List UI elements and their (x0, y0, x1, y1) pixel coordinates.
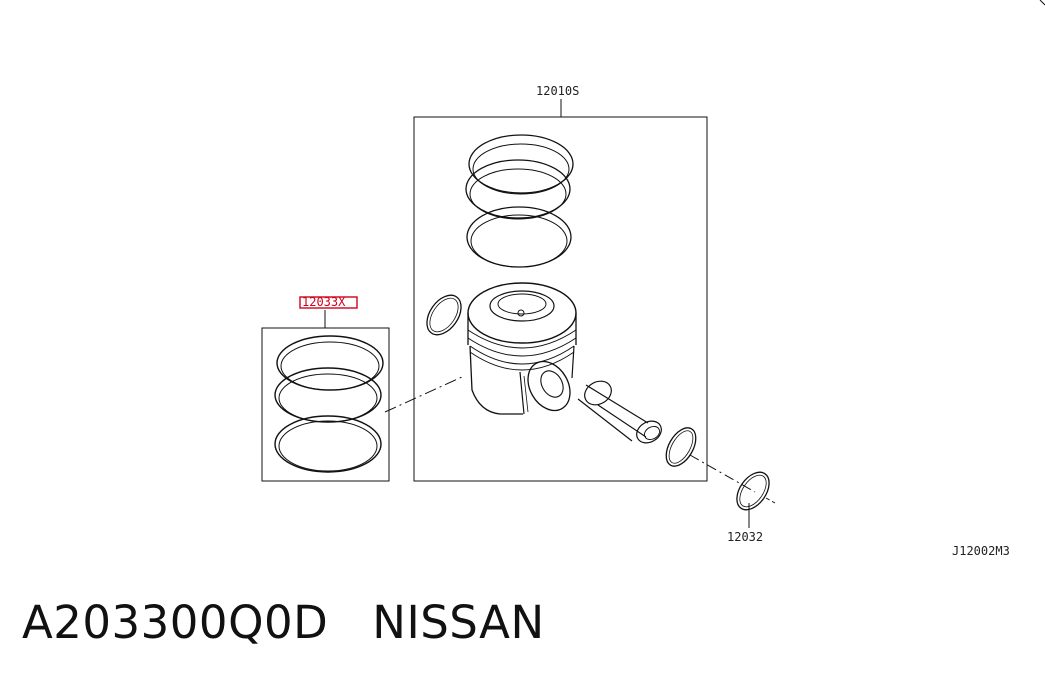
callout-12032[interactable]: 12032 (727, 530, 763, 544)
part-number: A203300Q0D (22, 596, 329, 649)
diagram-reference: J12002M3 (952, 544, 1010, 558)
corner-mark (1039, 0, 1045, 6)
piston-rings-group (465, 134, 574, 268)
brand-name: NISSAN (372, 596, 545, 649)
part-heading: A203300Q0D NISSAN (22, 596, 545, 649)
callout-12010S[interactable]: 12010S (536, 84, 579, 98)
ring-set-rings (274, 335, 384, 473)
snap-ring-left (426, 294, 462, 336)
snap-ring-right (665, 427, 697, 467)
guide-line-ring-set (384, 376, 463, 413)
guide-line-snap-ring (689, 454, 756, 493)
ring-set-highlight (299, 296, 358, 309)
piston (467, 282, 577, 415)
callout-12033X[interactable]: 12033X (302, 295, 346, 309)
piston-pin (577, 380, 662, 444)
snap-ring-outside (736, 471, 776, 511)
